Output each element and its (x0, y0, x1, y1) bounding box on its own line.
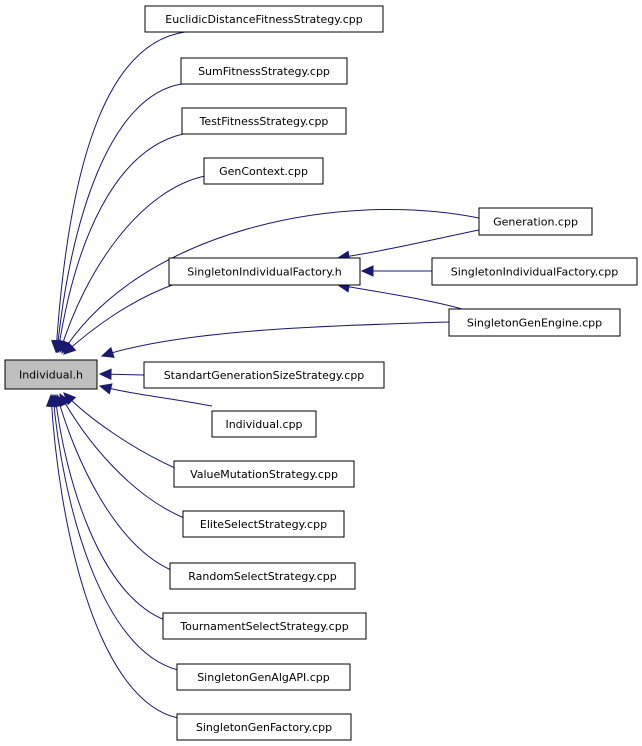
node-label: Generation.cpp (493, 216, 578, 229)
edge-line (61, 209, 480, 354)
node-label: GenContext.cpp (219, 165, 308, 178)
node-box (478, 207, 593, 236)
node-box (162, 612, 367, 640)
node-box (168, 257, 361, 286)
arrowhead (98, 383, 113, 395)
node-euclidic[interactable]: EuclidicDistanceFitnessStrategy.cpp (144, 5, 384, 33)
node-box (169, 562, 356, 590)
edge-testfit-to-individual_h (54, 133, 184, 354)
node-label: Individual.cpp (225, 418, 302, 431)
node-label: SingletonGenEngine.cpp (467, 317, 602, 330)
nodes-layer: Individual.h EuclidicDistanceFitnessStrat… (4, 5, 638, 741)
edge-line (63, 283, 176, 355)
edge-tournament-to-individual_h (50, 393, 166, 621)
node-box (448, 308, 621, 337)
node-sge[interactable]: SingletonGenEngine.cpp (448, 308, 621, 337)
node-label: StandartGenerationSizeStrategy.cpp (164, 369, 365, 382)
node-label: SingletonGenAlgAPI.cpp (197, 671, 330, 684)
node-box (211, 410, 317, 438)
node-valuemut[interactable]: ValueMutationStrategy.cpp (173, 460, 355, 488)
node-label: ValueMutationStrategy.cpp (190, 468, 338, 481)
node-box (144, 5, 384, 33)
node-standart[interactable]: StandartGenerationSizeStrategy.cpp (143, 361, 385, 389)
node-tournament[interactable]: TournamentSelectStrategy.cpp (162, 612, 367, 640)
edges-layer (45, 31, 480, 719)
node-box (203, 157, 324, 185)
node-box (180, 57, 348, 85)
arrowhead (360, 265, 374, 277)
node-individual-h[interactable]: Individual.h (4, 359, 98, 390)
edge-line (59, 393, 185, 519)
edge-sgaapi-to-individual_h (48, 393, 179, 671)
node-generation[interactable]: Generation.cpp (478, 207, 593, 236)
edge-line (54, 394, 166, 621)
arrowhead (98, 368, 112, 381)
edge-line (337, 284, 463, 310)
node-label: EuclidicDistanceFitnessStrategy.cpp (165, 13, 362, 26)
edge-line (63, 392, 176, 469)
node-box (176, 663, 351, 691)
edge-line (52, 394, 179, 671)
node-sif-h[interactable]: SingletonIndividualFactory.h (168, 257, 361, 286)
edge-sumfit-to-individual_h (52, 83, 183, 354)
edge-sif_cpp-to-sif_h (360, 265, 432, 277)
node-testfit[interactable]: TestFitnessStrategy.cpp (181, 107, 347, 135)
node-label: Individual.h (19, 369, 83, 382)
node-box (182, 510, 345, 538)
node-box (431, 257, 638, 286)
arrowhead (63, 341, 77, 355)
node-label: TournamentSelectStrategy.cpp (179, 620, 348, 633)
edge-standart-to-individual_h (98, 368, 145, 381)
edge-sif_h-to-individual_h (63, 283, 176, 355)
edge-individual_cpp-to-individual_h (98, 383, 213, 407)
node-sgaapi[interactable]: SingletonGenAlgAPI.cpp (176, 663, 351, 691)
node-individual-cpp[interactable]: Individual.cpp (211, 410, 317, 438)
arrowhead (45, 393, 58, 407)
node-label: EliteSelectStrategy.cpp (200, 518, 327, 531)
edge-sgf-to-individual_h (45, 393, 179, 719)
node-box (173, 460, 355, 488)
node-label: SingletonIndividualFactory.h (187, 266, 342, 279)
node-box (181, 107, 347, 135)
edge-line (50, 394, 179, 719)
node-random[interactable]: RandomSelectStrategy.cpp (169, 562, 356, 590)
edge-generation-to-sif_h (336, 229, 480, 262)
edge-line (56, 83, 183, 353)
edge-line (55, 31, 186, 353)
edge-line (337, 229, 480, 259)
node-sgf[interactable]: SingletonGenFactory.cpp (176, 713, 352, 741)
edge-line (57, 133, 184, 353)
node-box (4, 359, 98, 390)
edge-valuemut-to-individual_h (63, 392, 176, 469)
edge-line (56, 394, 172, 571)
edge-line (59, 175, 206, 353)
node-label: SingletonGenFactory.cpp (196, 721, 332, 734)
edge-line (101, 321, 450, 357)
node-label: SumFitnessStrategy.cpp (198, 65, 330, 78)
node-label: SingletonIndividualFactory.cpp (451, 266, 619, 279)
node-sumfit[interactable]: SumFitnessStrategy.cpp (180, 57, 348, 85)
node-box (143, 361, 385, 389)
edge-sge-to-individual_h (100, 321, 450, 358)
node-sif-cpp[interactable]: SingletonIndividualFactory.cpp (431, 257, 638, 286)
node-gencontext[interactable]: GenContext.cpp (203, 157, 324, 185)
node-box (176, 713, 352, 741)
node-elite[interactable]: EliteSelectStrategy.cpp (182, 510, 345, 538)
edge-line (99, 385, 213, 407)
arrowhead (100, 346, 115, 358)
edge-euclidic-to-individual_h (50, 31, 186, 354)
edge-sge-to-sif_h (336, 281, 463, 310)
node-label: TestFitnessStrategy.cpp (199, 115, 329, 128)
node-label: RandomSelectStrategy.cpp (188, 570, 337, 583)
